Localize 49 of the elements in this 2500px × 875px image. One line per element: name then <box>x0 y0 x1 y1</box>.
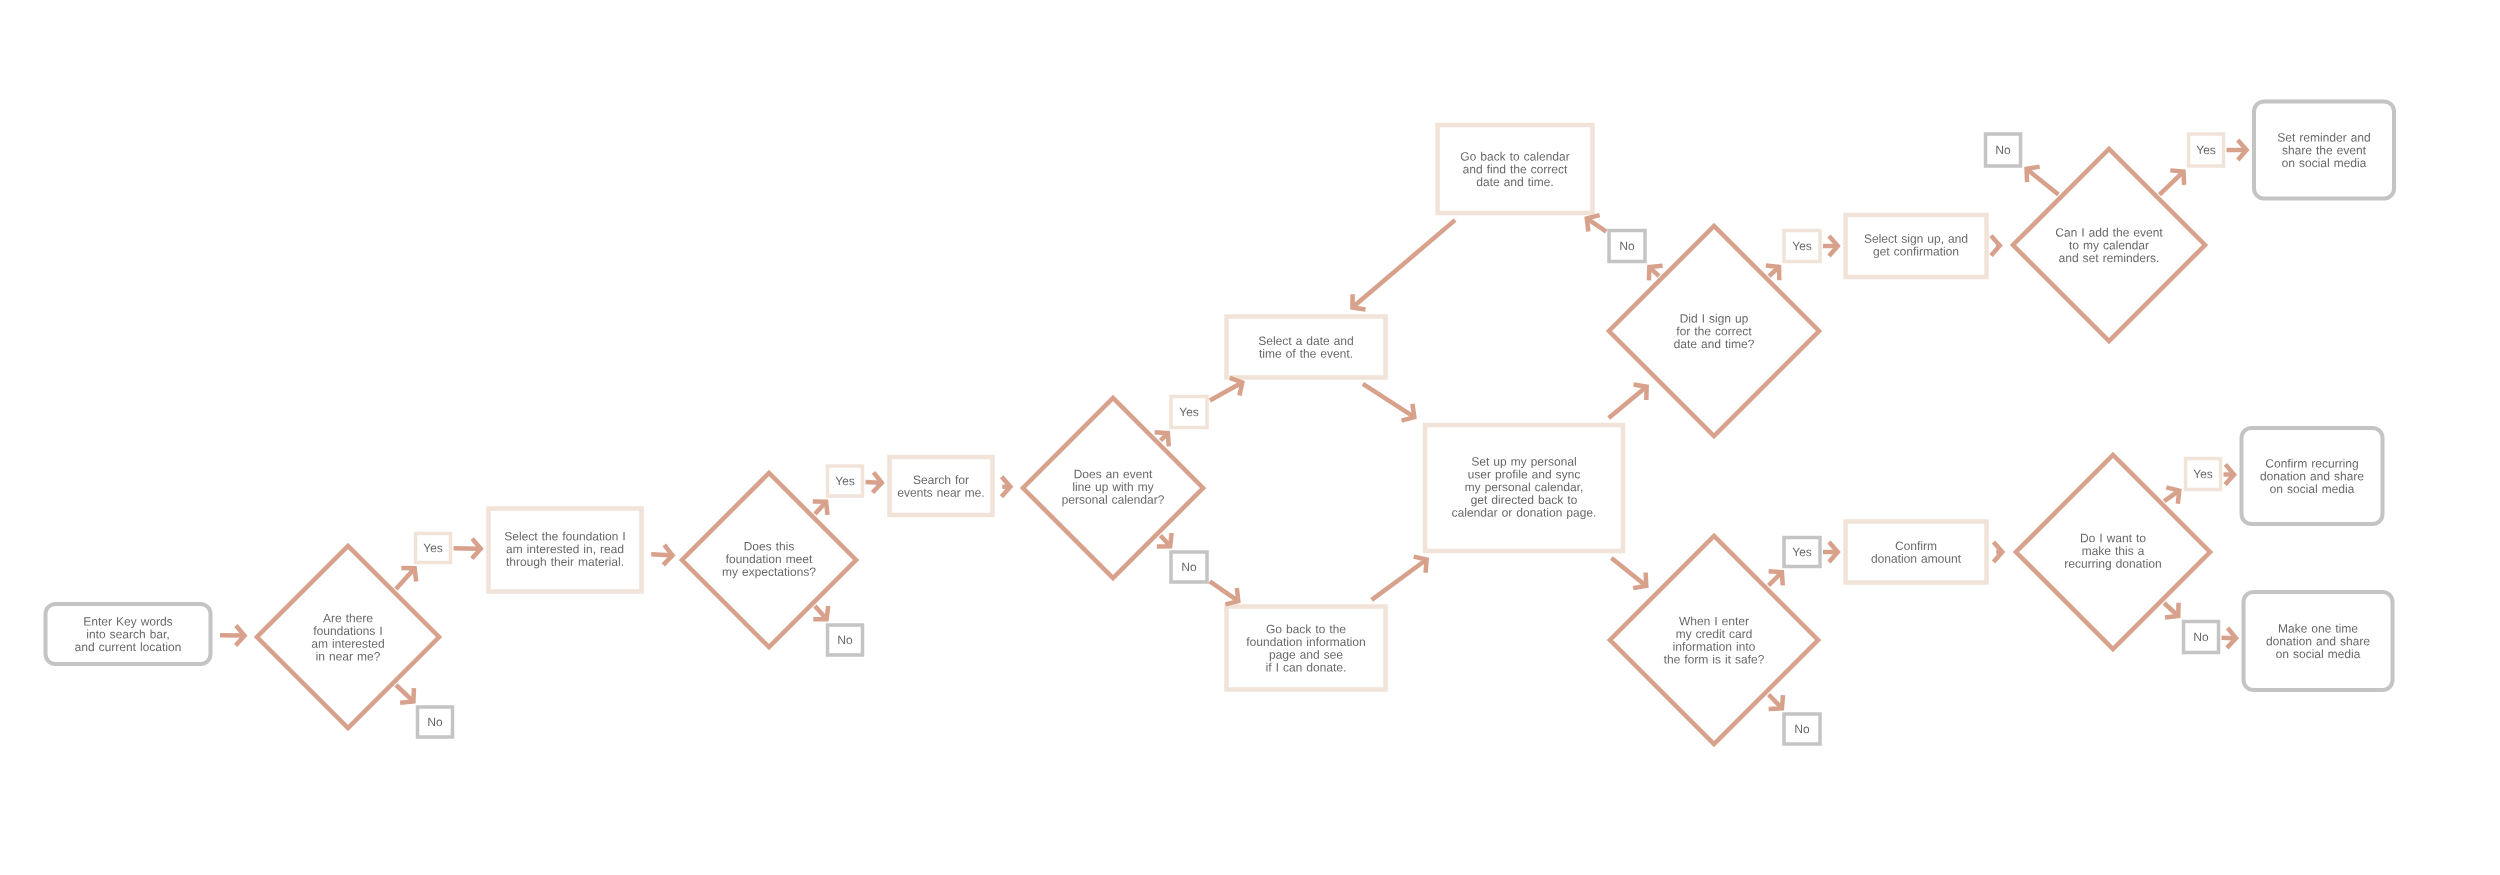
process-box: Select the foundation I am interested in, read through their material. <box>486 506 644 594</box>
arrow <box>2162 601 2181 620</box>
terminal-box: Confirm recurring donation and share on social media <box>2239 426 2385 526</box>
branch-label: Yes <box>825 464 865 498</box>
arrow <box>1350 218 1457 312</box>
process-box: Search for events near me. <box>887 454 995 518</box>
branch-label: No <box>1782 712 1822 746</box>
branch-label: Yes <box>413 531 453 565</box>
arrow <box>394 683 417 705</box>
arrow <box>453 537 484 561</box>
arrow <box>1361 381 1417 423</box>
branch-label: No <box>1607 228 1647 264</box>
terminal-box: Make one time donation and share on social media <box>2241 590 2395 692</box>
arrow <box>1607 382 1649 420</box>
branch-label: Yes <box>2183 456 2223 492</box>
arrow <box>1156 532 1174 549</box>
branch-label: No <box>1983 132 2023 168</box>
arrow <box>1584 212 1608 234</box>
terminal-box: Enter Key words into search bar, and current location <box>43 602 213 666</box>
arrow <box>219 624 248 647</box>
process-box: Go back to calendar and find the correct date and time. <box>1435 122 1595 216</box>
terminal-box: Set reminder and share the event on social media <box>2252 99 2396 201</box>
arrow <box>2158 168 2187 197</box>
arrow <box>813 604 831 622</box>
arrow <box>1766 692 1786 712</box>
branch-label: Yes <box>1782 535 1822 569</box>
branch-label: No <box>415 705 455 739</box>
branch-label: Yes <box>2186 132 2226 168</box>
arrow <box>1765 263 1782 281</box>
arrow <box>2162 485 2182 505</box>
process-box: Set up my personal user profile and sync my personal calendar, get directed back to calendar or donation page. <box>1422 422 1626 554</box>
branch-label: No <box>1169 550 1209 584</box>
arrow <box>812 499 830 516</box>
arrow <box>1208 375 1245 403</box>
process-box: Go back to the foundation information page and see if I can donate. <box>1224 604 1388 692</box>
branch-label: Yes <box>1782 228 1822 264</box>
branch-label: No <box>2181 619 2221 655</box>
arrow <box>1370 554 1430 602</box>
branch-label: Yes <box>1169 394 1209 430</box>
process-box: Select sign up, and get confirmation <box>1843 212 1989 280</box>
arrow <box>2024 164 2060 197</box>
branch-label: No <box>825 623 865 657</box>
arrow <box>1646 263 1663 281</box>
process-box: Confirm donation amount <box>1843 519 1989 585</box>
arrow <box>1610 556 1649 591</box>
arrow <box>1208 579 1241 607</box>
arrow <box>394 565 419 591</box>
process-box: Select a date and time of the event. <box>1224 314 1388 380</box>
arrow <box>1766 569 1785 588</box>
